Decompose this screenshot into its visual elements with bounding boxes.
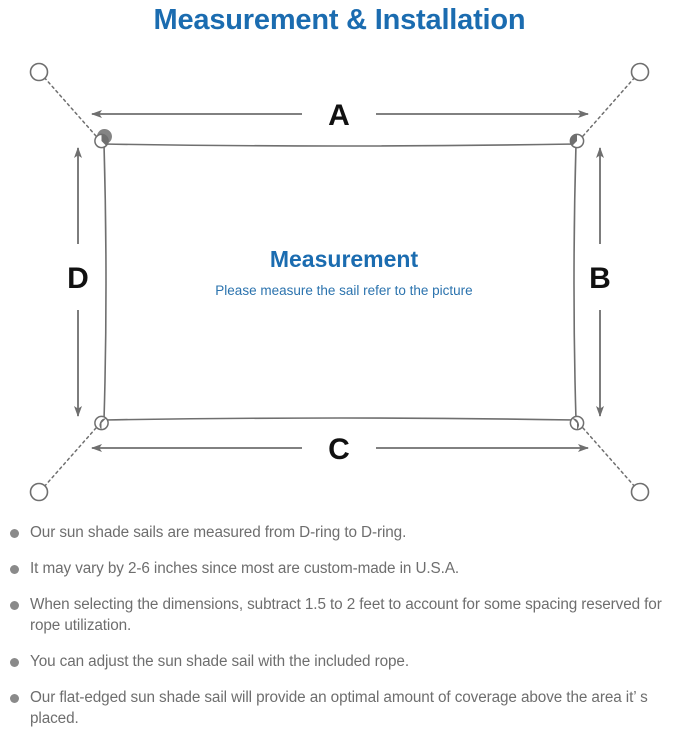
rope-bottom-left [42,427,97,489]
anchor-rings [29,62,650,502]
bullet-icon [10,529,19,538]
diagram-center-subtitle: Please measure the sail refer to the pic… [215,283,472,298]
anchor-ring-top-left [29,62,49,82]
dimension-label-d: D [67,262,89,295]
list-item: Our flat-edged sun shade sail will provi… [0,687,679,729]
d-ring-top-left [94,129,112,149]
dimension-d: D [67,147,89,417]
note-text: When selecting the dimensions, subtract … [30,596,662,634]
note-text: You can adjust the sun shade sail with t… [30,653,409,670]
rope-lines [42,75,637,489]
dimension-label-a: A [328,99,350,132]
notes-list: Our sun shade sails are measured from D-… [0,522,679,744]
dimension-b: B [589,147,611,417]
note-text: Our flat-edged sun shade sail will provi… [30,689,648,727]
list-item: Our sun shade sails are measured from D-… [0,522,679,543]
list-item: It may vary by 2-6 inches since most are… [0,558,679,579]
measurement-diagram: A C D B Measurement Please measure the s… [0,48,679,518]
d-ring-top-right [569,133,585,149]
dimension-label-c: C [328,433,350,466]
bullet-icon [10,694,19,703]
diagram-center-title: Measurement [270,246,419,272]
dimension-a: A [91,99,589,132]
note-text: It may vary by 2-6 inches since most are… [30,560,460,577]
dimension-c: C [91,433,589,466]
note-text: Our sun shade sails are measured from D-… [30,524,407,541]
anchor-ring-bottom-left [29,482,49,502]
rope-bottom-right [582,427,637,489]
sail-outline [103,143,577,421]
d-ring-bottom-left [94,415,109,431]
rope-top-right [582,75,637,137]
dimension-label-b: B [589,262,611,295]
page-title: Measurement & Installation [153,4,526,36]
rope-top-left [42,75,97,137]
bullet-icon [10,565,19,574]
bullet-icon [10,658,19,667]
d-ring-bottom-right [569,415,585,431]
bullet-icon [10,601,19,610]
list-item: You can adjust the sun shade sail with t… [0,651,679,672]
anchor-ring-top-right [630,62,650,82]
anchor-ring-bottom-right [630,482,650,502]
list-item: When selecting the dimensions, subtract … [0,594,679,636]
